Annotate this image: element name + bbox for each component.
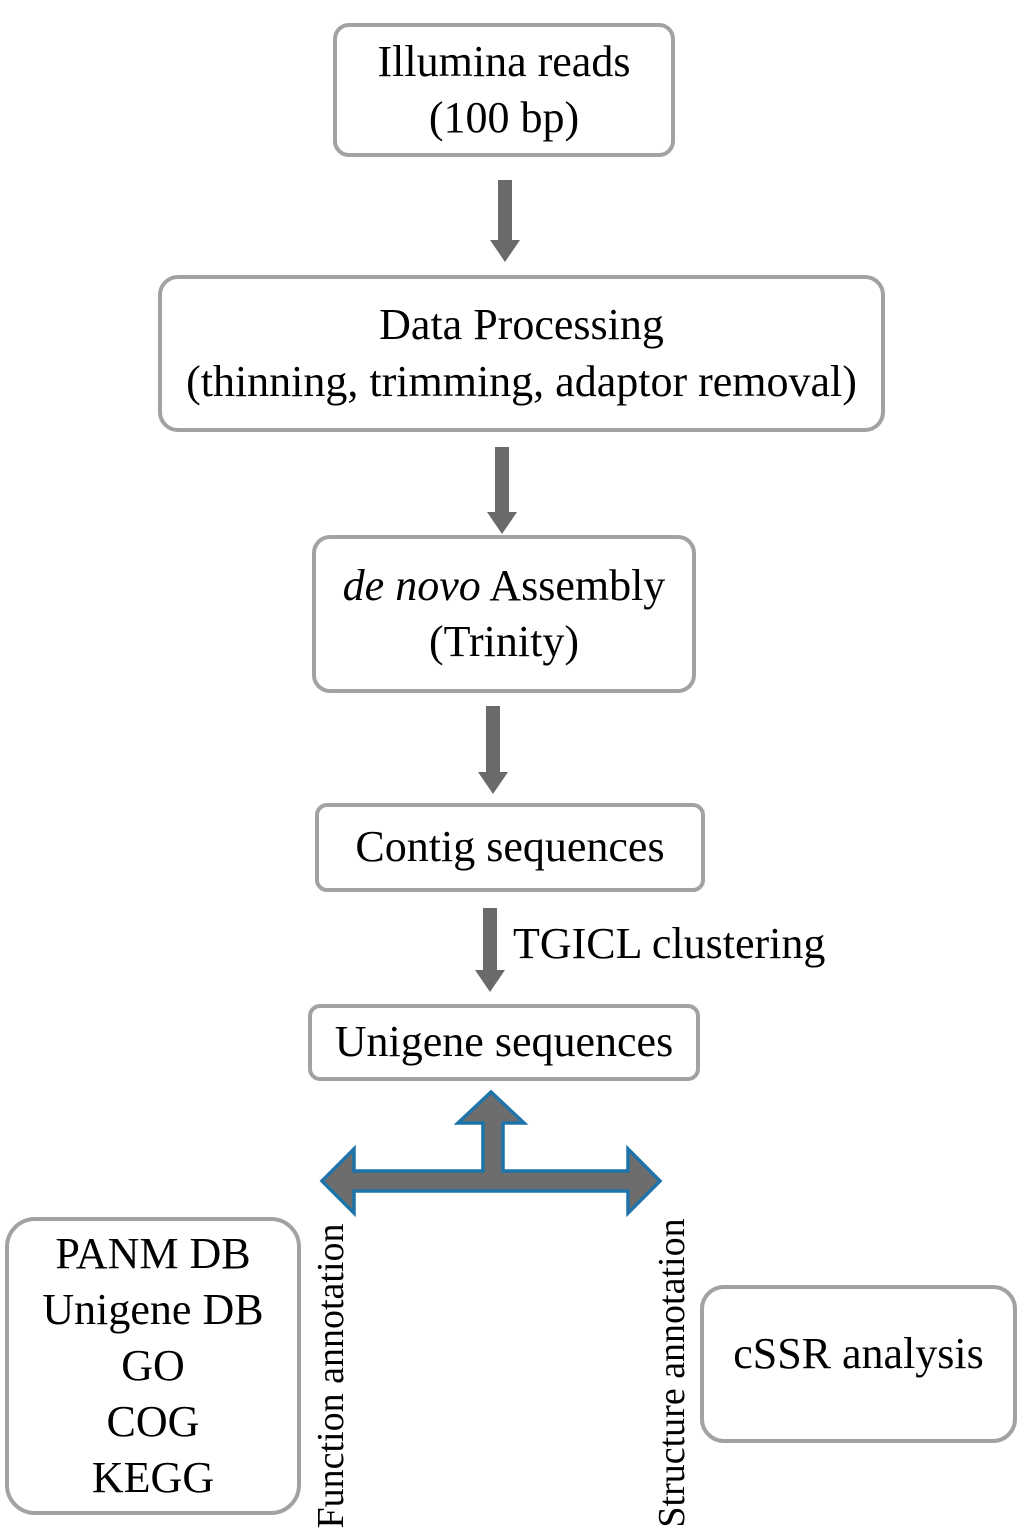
- arrow-down-contig-to-unigene: [475, 908, 505, 992]
- box-illumina-line2: (100 bp): [428, 93, 580, 142]
- arrow-down-assembly-to-contig: [478, 706, 508, 794]
- box-contig-label: Contig sequences: [355, 822, 665, 872]
- box-contig-sequences: Contig sequences: [315, 803, 705, 892]
- arrow-down-processing-to-assembly: [487, 447, 517, 534]
- box-processing-line1: Data Processing: [379, 300, 664, 350]
- arrow-down-illumina-to-processing: [490, 180, 520, 262]
- box-assembly-line2: (Trinity): [429, 617, 579, 666]
- box-processing-line2: (thinning, trimming, adaptor removal): [186, 356, 857, 406]
- label-tgicl-clustering: TGICL clustering: [513, 919, 826, 968]
- three-way-annotation-arrow: [319, 1089, 663, 1218]
- box-assembly-line1: de novo Assembly: [343, 558, 666, 614]
- box-unigene-label: Unigene sequences: [334, 1017, 674, 1067]
- box-unigene-sequences: Unigene sequences: [308, 1004, 700, 1081]
- box-function-annotation-databases: PANM DB Unigene DB GO COG KEGG: [5, 1217, 301, 1515]
- box-data-processing: Data Processing (thinning, trimming, ada…: [158, 275, 885, 432]
- box-assembly-line1-italic: de novo: [342, 560, 481, 610]
- box-cssr-analysis: cSSR analysis: [700, 1285, 1017, 1443]
- label-function-annotation: Function annotation: [310, 1223, 352, 1529]
- box-assembly-line1-rest: Assembly: [480, 560, 666, 610]
- annodb-line-panm: PANM DB: [55, 1229, 251, 1278]
- box-denovo-assembly: de novo Assembly (Trinity): [312, 535, 696, 693]
- annodb-line-cog: COG: [106, 1397, 200, 1446]
- box-illumina-reads: Illumina reads (100 bp): [333, 23, 675, 157]
- label-structure-annotation: Structure annotation: [651, 1218, 693, 1528]
- annodb-line-go: GO: [121, 1341, 185, 1390]
- annodb-line-kegg: KEGG: [91, 1453, 215, 1502]
- box-illumina-line1: Illumina reads: [377, 36, 631, 86]
- box-cssr-label: cSSR analysis: [733, 1328, 984, 1378]
- annodb-line-unigene: Unigene DB: [42, 1285, 264, 1334]
